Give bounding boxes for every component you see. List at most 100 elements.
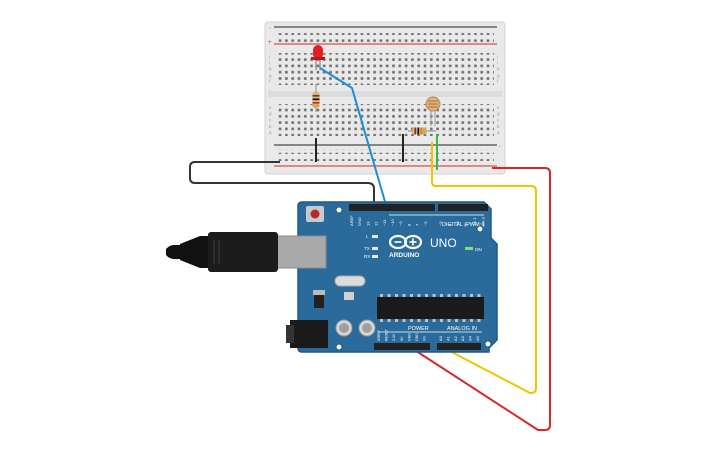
resistor-led[interactable] — [312, 84, 320, 112]
digital-header-right — [438, 204, 488, 211]
led-body — [313, 45, 323, 59]
resistor-sensor-band-1 — [414, 127, 417, 135]
chip-pin — [387, 319, 391, 322]
usb-cable[interactable] — [166, 232, 327, 272]
row-letter: i — [269, 60, 270, 65]
chip-pin — [432, 294, 436, 297]
digital-pin-label: ~9 — [398, 221, 403, 226]
reset-button-cap[interactable] — [310, 209, 320, 219]
digital-pin-label: ~11 — [382, 219, 387, 226]
chip-pin — [462, 294, 466, 297]
chip-pin — [455, 319, 458, 322]
resistor-band-4 — [312, 105, 320, 107]
chip-pins — [380, 294, 481, 322]
row-letter: e — [497, 105, 500, 110]
analog-label: ANALOG IN — [447, 326, 477, 332]
usb-plug-body — [208, 232, 278, 272]
mounting-hole — [476, 225, 484, 233]
power-led — [465, 247, 473, 250]
power-pin-label: 5V — [400, 336, 404, 341]
row-letter: d — [497, 111, 500, 116]
analog-pin-label: A1 — [445, 335, 450, 341]
chip-pin — [425, 319, 428, 322]
resistor-sensor-body — [412, 127, 427, 135]
photoresistor[interactable] — [425, 96, 441, 126]
usb-connector-metal — [275, 235, 327, 269]
digital-header-left — [349, 204, 435, 211]
led[interactable] — [311, 45, 325, 70]
chip-pin — [395, 294, 398, 297]
digital-pin-label: 2 — [464, 223, 469, 226]
digital-pin-label: GND — [357, 217, 362, 226]
microcontroller-chip — [377, 297, 484, 319]
wire-yellow[interactable] — [431, 142, 537, 394]
photoresistor-track — [428, 100, 438, 108]
power-jack[interactable] — [290, 320, 328, 348]
chip-pin — [417, 319, 421, 322]
digital-pin-label: TX 1 — [472, 217, 477, 226]
top-rail-holes-1 — [276, 30, 494, 35]
resistor-band-2 — [312, 98, 320, 101]
chip-pin — [477, 294, 481, 297]
chip-pin — [410, 294, 413, 297]
digital-pin-label: ~6 — [423, 221, 428, 226]
digital-pin-label: ~10 — [390, 218, 395, 226]
row-letter: h — [269, 67, 272, 72]
chip-pin — [380, 294, 383, 297]
chip-pin — [432, 319, 436, 322]
row-letter: c — [269, 118, 272, 123]
chip-pin — [387, 294, 391, 297]
led-label-l: L — [366, 234, 369, 239]
digital-pin-label: 7 — [415, 223, 420, 226]
chip-pin — [402, 294, 406, 297]
chip-pin — [477, 319, 481, 322]
mounting-hole — [484, 340, 492, 348]
rail-minus-sign-bottom: − — [498, 144, 502, 150]
row-letter: f — [269, 79, 271, 84]
power-pin-label: GND — [407, 333, 411, 341]
resistor-sensor[interactable] — [408, 127, 436, 135]
crystal-oscillator — [334, 275, 366, 287]
led-rim — [311, 57, 325, 60]
chip-pin — [395, 319, 398, 322]
capacitor-right-top — [362, 323, 372, 333]
digital-pin-label: 8 — [406, 223, 411, 226]
analog-pin-label: A5 — [475, 335, 480, 341]
power-header — [374, 343, 430, 350]
row-letter: j — [496, 54, 498, 59]
wire-red[interactable] — [409, 167, 551, 431]
chip-pin — [447, 294, 451, 297]
power-pin-label: Vin — [423, 336, 427, 341]
resistor-sensor-band-4 — [423, 127, 425, 135]
row-letter: g — [497, 73, 500, 78]
led-label-rx: RX — [364, 254, 370, 259]
row-letter: c — [497, 118, 500, 123]
row-letter: i — [497, 60, 498, 65]
led-rx — [372, 255, 378, 258]
wire-black[interactable] — [189, 161, 375, 212]
digital-pin-label: ~3 — [455, 221, 460, 226]
row-letter: b — [269, 124, 272, 129]
row-letter: f — [497, 79, 499, 84]
analog-pin-label: A2 — [453, 335, 458, 341]
chip-pin — [380, 319, 383, 322]
digital-pin-label: ~5 — [438, 221, 443, 226]
chip-pin — [462, 319, 466, 322]
row-letter: d — [269, 111, 272, 116]
wire-blue[interactable] — [319, 67, 389, 213]
voltage-regulator — [314, 294, 324, 308]
led-l — [372, 235, 378, 238]
resistor-sensor-band-3 — [420, 127, 423, 135]
row-letter: h — [497, 67, 500, 72]
digital-pin-label: RX 0 — [481, 216, 486, 226]
mounting-hole — [335, 343, 343, 351]
arduino-logo-icon — [388, 234, 423, 250]
row-letter: a — [497, 130, 500, 135]
chip-pin — [470, 319, 473, 322]
analog-pin-label: A0 — [438, 335, 443, 341]
